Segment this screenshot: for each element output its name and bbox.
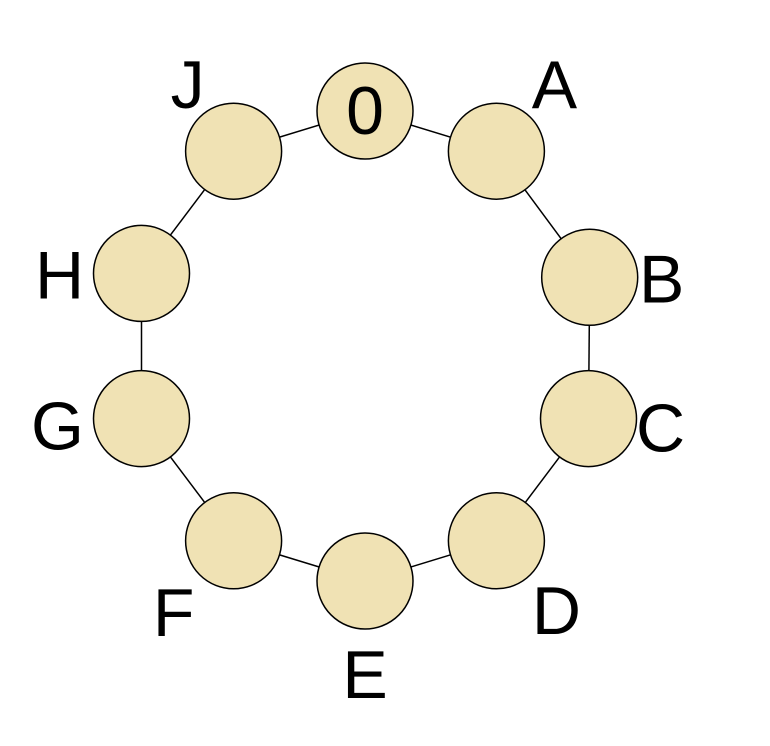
node-a (447, 102, 546, 200)
node-label-0: 0 (346, 73, 384, 149)
node-label-g: G (31, 389, 84, 465)
node-f (184, 492, 283, 590)
labels-layer: 0 A BC D E F GH J (31, 47, 685, 713)
node-0 (316, 62, 414, 160)
node-label-c: C (636, 391, 685, 467)
node-label-h: H (35, 237, 84, 313)
node-label-f: F (153, 575, 195, 651)
node-d (447, 492, 546, 590)
node-e (316, 532, 414, 630)
node-label-a: A (532, 47, 578, 123)
node-g (92, 369, 191, 468)
node-label-e: E (342, 637, 387, 713)
node-j (184, 102, 283, 200)
node-label-b: B (639, 241, 684, 317)
node-c (539, 369, 638, 468)
node-b (540, 228, 639, 327)
nodes-layer (92, 62, 639, 630)
node-h (92, 224, 191, 323)
node-label-d: D (532, 573, 581, 649)
node-label-j: J (171, 47, 205, 123)
